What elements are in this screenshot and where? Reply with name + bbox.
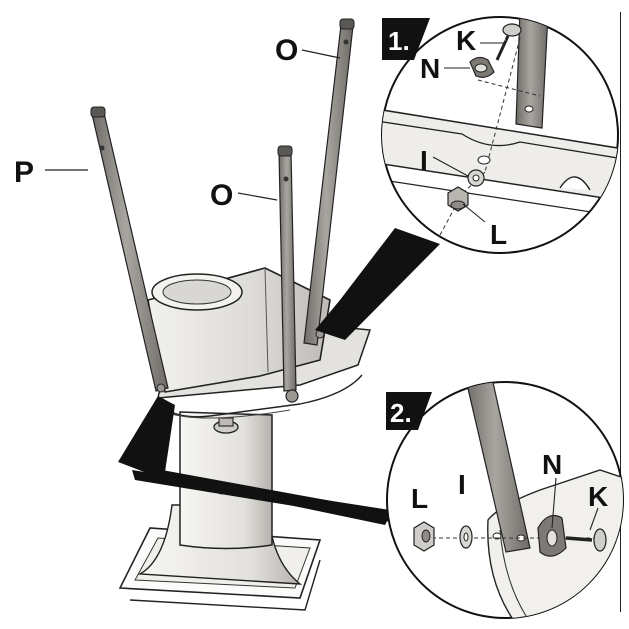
d1-cap-n <box>469 56 495 78</box>
d1-washer-i <box>467 169 485 187</box>
main-assembly <box>45 18 372 611</box>
step-two-number: 2. <box>390 398 412 428</box>
callout-pointers <box>118 228 440 525</box>
detail-two-callout <box>386 381 624 619</box>
label-d1-nut: L <box>490 219 507 250</box>
d2-cap-n <box>537 515 567 557</box>
pole <box>179 411 273 550</box>
d2-bolt-k <box>565 528 607 552</box>
page-edge-rule <box>620 12 621 612</box>
leg-p-tube <box>91 112 169 392</box>
label-d2-washer: I <box>458 469 466 500</box>
label-leg-side: P <box>14 156 34 189</box>
label-leg-back: O <box>275 34 298 67</box>
label-leg-front: O <box>210 179 233 212</box>
step-one-number: 1. <box>388 26 410 56</box>
label-d1-cap: N <box>420 53 440 84</box>
d1-nut-l <box>447 186 469 212</box>
d2-washer-i <box>459 525 473 549</box>
label-d2-nut: L <box>411 483 428 514</box>
label-d1-washer: I <box>420 145 428 176</box>
label-d1-bolt: K <box>456 25 476 56</box>
step-two-tab <box>386 392 432 430</box>
step-one-tab <box>382 18 430 60</box>
label-d2-cap: N <box>542 449 562 480</box>
d2-nut-l <box>413 521 435 552</box>
detail-one-callout <box>381 16 619 254</box>
d1-bolt-k <box>495 23 522 61</box>
label-d2-bolt: K <box>588 481 608 512</box>
